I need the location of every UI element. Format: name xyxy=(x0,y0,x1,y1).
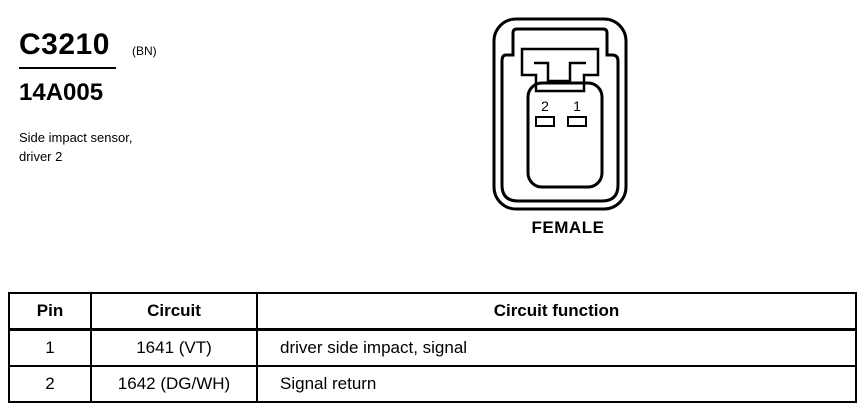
latch-notch xyxy=(534,61,586,83)
connector-id: C3210 xyxy=(19,28,110,61)
pin-terminal-2 xyxy=(535,116,555,127)
table-row: 1 1641 (VT) driver side impact, signal xyxy=(8,328,857,367)
table-row: 2 1642 (DG/WH) Signal return xyxy=(8,365,857,403)
pin-table: Pin Circuit Circuit function 1 1641 (VT)… xyxy=(8,292,857,403)
header-circuit-function: Circuit function xyxy=(256,292,857,331)
gender-label: FEMALE xyxy=(531,218,605,237)
table-header-row: Pin Circuit Circuit function xyxy=(8,292,857,331)
cell-circuit: 1642 (DG/WH) xyxy=(90,365,258,403)
description: Side impact sensor, driver 2 xyxy=(19,128,219,166)
connector-face-diagram: 2 1 xyxy=(492,17,628,211)
description-line: Side impact sensor, xyxy=(19,130,133,145)
cell-pin: 2 xyxy=(8,365,92,403)
latch-outline xyxy=(520,47,600,93)
color-code: (BN) xyxy=(132,44,157,58)
header-circuit: Circuit xyxy=(90,292,258,331)
cell-circuit-function: driver side impact, signal xyxy=(256,328,857,367)
part-number: 14A005 xyxy=(19,79,104,106)
pin-terminal-1 xyxy=(567,116,587,127)
cell-circuit-function: Signal return xyxy=(256,365,857,403)
connector-outer-housing xyxy=(492,17,628,211)
terminal-cavity xyxy=(526,81,604,189)
cell-pin: 1 xyxy=(8,328,92,367)
header-pin: Pin xyxy=(8,292,92,331)
connector-inner-housing xyxy=(500,27,620,203)
pin-label-1: 1 xyxy=(573,98,581,114)
connector-id-underline xyxy=(19,67,116,69)
cell-circuit: 1641 (VT) xyxy=(90,328,258,367)
description-line: driver 2 xyxy=(19,149,63,164)
pin-label-2: 2 xyxy=(541,98,549,114)
